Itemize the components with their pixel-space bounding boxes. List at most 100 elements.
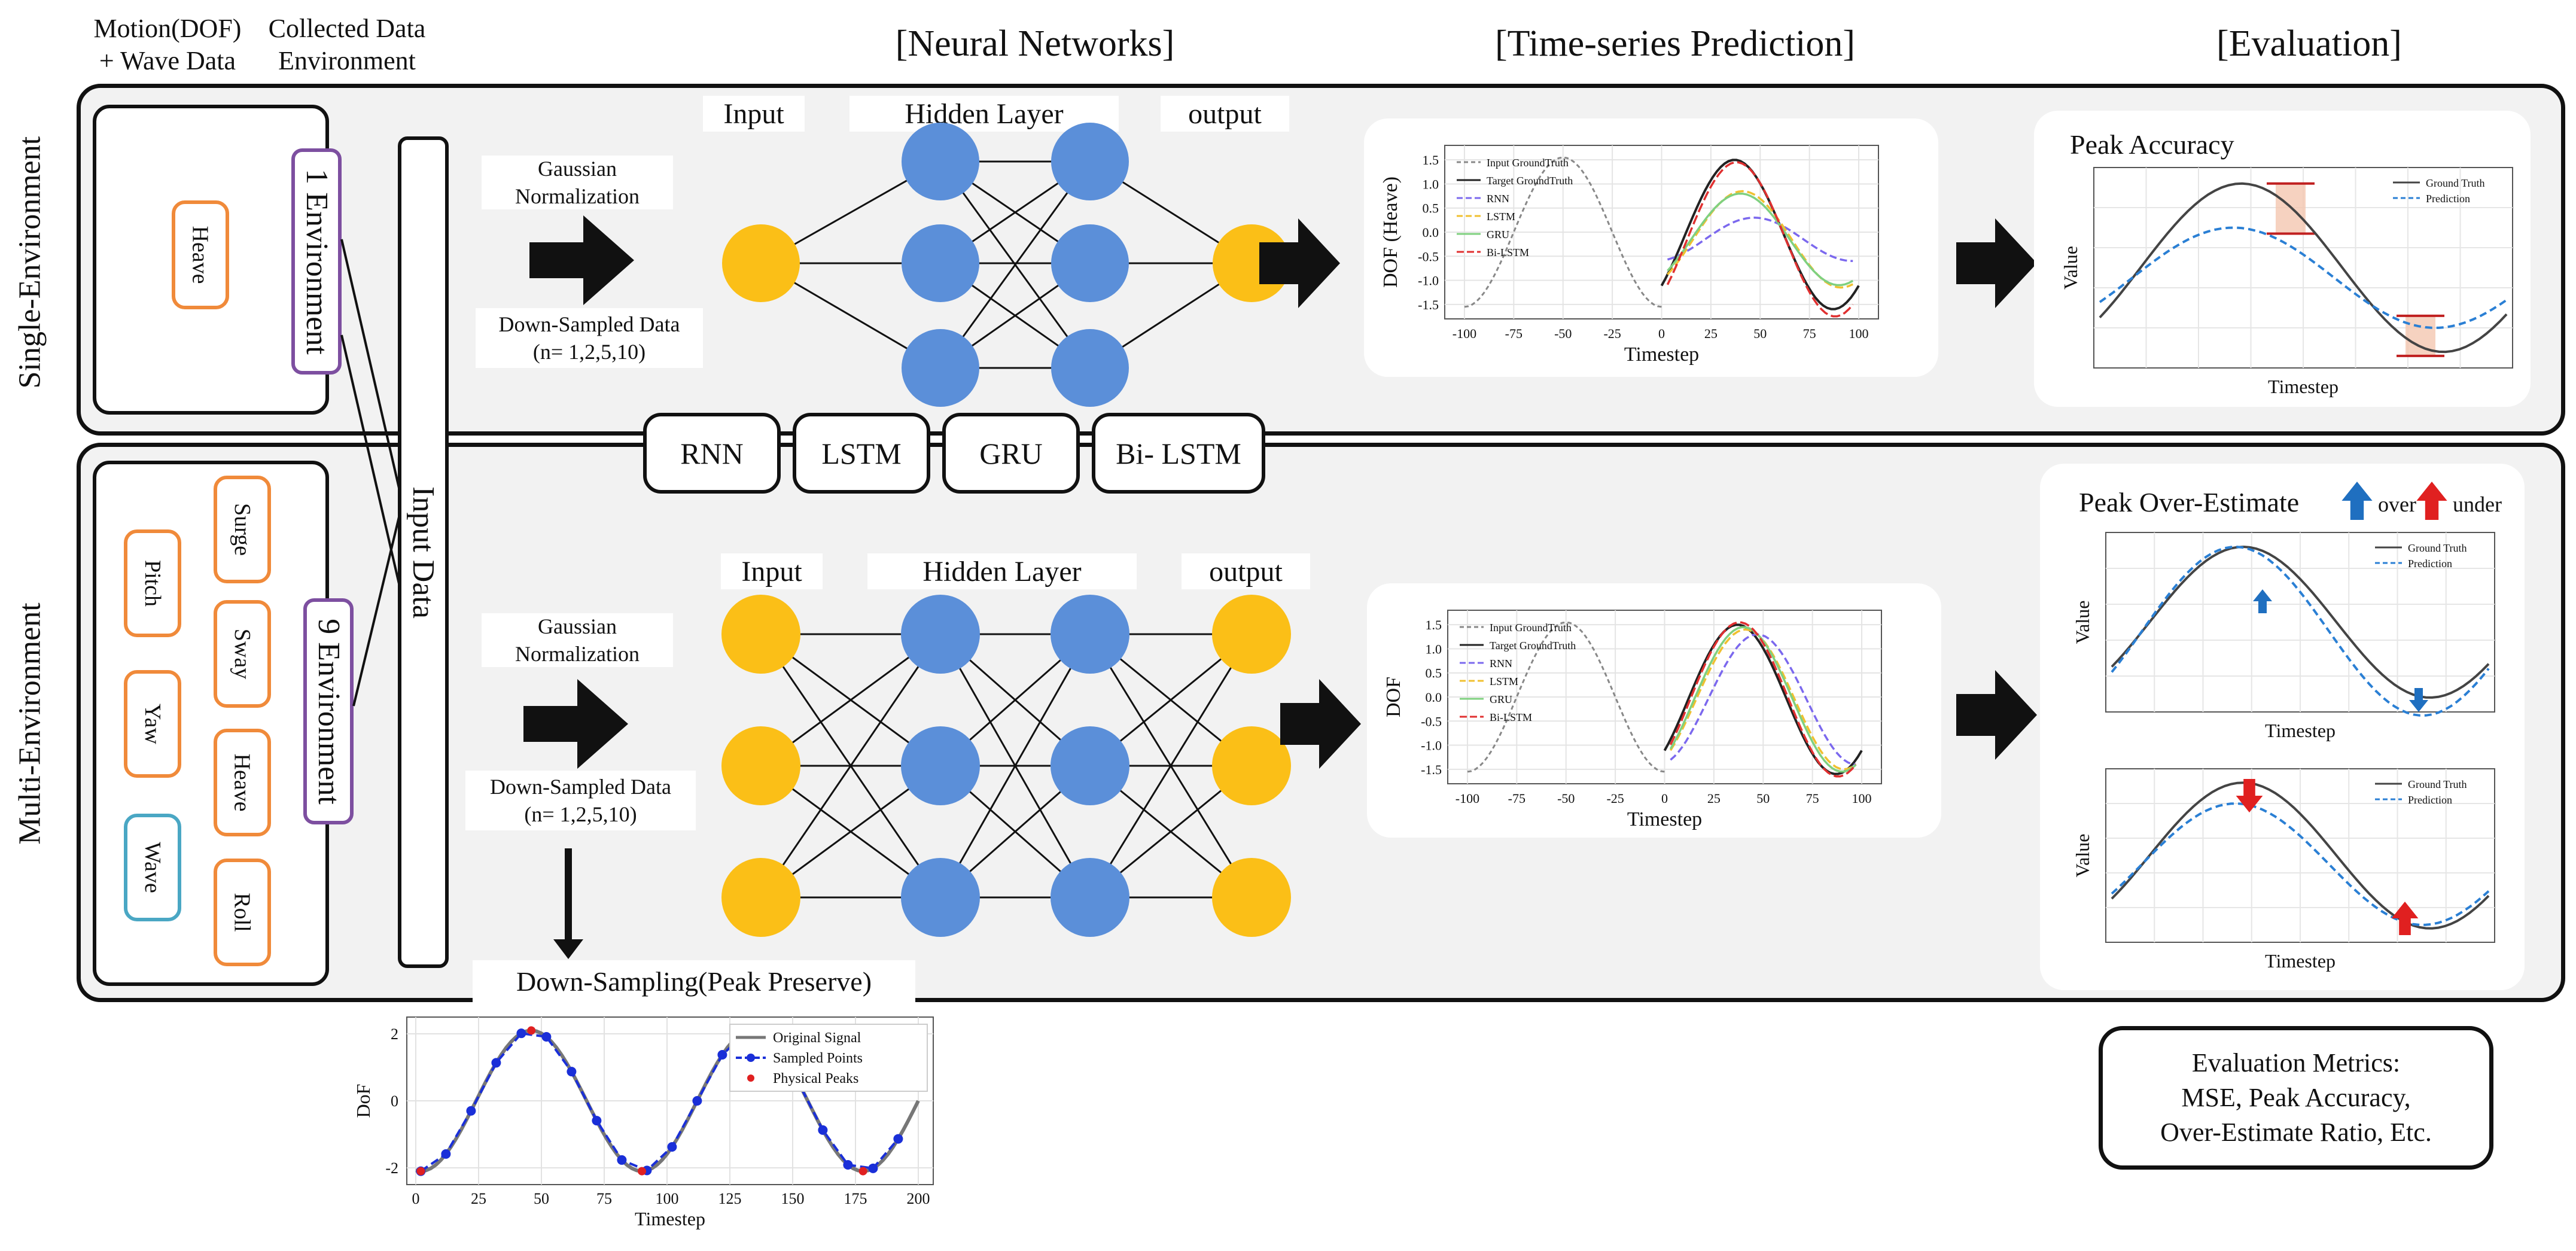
legend-label: Ground Truth bbox=[2408, 542, 2467, 554]
input-groundtruth-line bbox=[1464, 156, 1662, 308]
dof-pill-sway: Sway bbox=[214, 600, 271, 708]
dof-pill-pitch: Pitch bbox=[124, 529, 181, 637]
model-gru: GRU bbox=[942, 413, 1080, 494]
hidden-node bbox=[901, 858, 980, 937]
multi-normalization-label: Gaussian Normalization bbox=[482, 613, 673, 667]
x-tick-label: 75 bbox=[1806, 791, 1819, 806]
header-motion-dof: Motion(DOF) + Wave Data bbox=[93, 14, 242, 75]
multi-net-output-label: output bbox=[1182, 553, 1310, 589]
env-label-1: 1 Environment bbox=[291, 148, 342, 375]
input-groundtruth-line bbox=[1467, 621, 1665, 773]
legend-label: Prediction bbox=[2426, 193, 2470, 205]
sampled-point bbox=[491, 1058, 501, 1068]
x-tick-label: 50 bbox=[1756, 791, 1770, 806]
x-tick-label: -75 bbox=[1508, 791, 1525, 806]
sampled-point bbox=[667, 1142, 677, 1152]
sampled-point bbox=[567, 1067, 577, 1077]
input-node bbox=[721, 726, 800, 805]
header-evaluation: [Evaluation] bbox=[2216, 23, 2402, 64]
x-tick-label: 100 bbox=[1849, 326, 1869, 341]
legend-label: Input GroundTruth bbox=[1490, 622, 1572, 634]
single-neural-network bbox=[722, 123, 1290, 407]
input-node bbox=[721, 595, 800, 674]
y-tick-label: -1.0 bbox=[1418, 273, 1439, 288]
y-tick-label: 0.5 bbox=[1423, 201, 1439, 216]
output-node bbox=[1212, 726, 1291, 805]
sampled-point bbox=[617, 1155, 627, 1165]
x-axis-label: Timestep bbox=[635, 1208, 705, 1229]
hidden-node bbox=[1051, 224, 1129, 302]
over-legend-label: over bbox=[2378, 492, 2416, 516]
dof-pill-roll: Roll bbox=[214, 859, 271, 966]
y-tick-label: -2 bbox=[385, 1159, 398, 1177]
legend-label: GRU bbox=[1487, 229, 1509, 241]
x-tick-label: 200 bbox=[907, 1190, 930, 1207]
input-data-label: Input Data bbox=[406, 486, 440, 619]
single-net-output-label: output bbox=[1161, 96, 1289, 132]
output-node bbox=[1212, 595, 1291, 674]
legend-label: LSTM bbox=[1490, 675, 1518, 687]
prediction-line bbox=[2111, 546, 2490, 717]
x-tick-label: 0 bbox=[1661, 791, 1668, 806]
prediction-line bbox=[2111, 802, 2490, 926]
hidden-node bbox=[902, 123, 979, 200]
y-axis-label: Value bbox=[2072, 834, 2093, 878]
single-normalization-label: Gaussian Normalization bbox=[482, 156, 673, 209]
under-estimate-marker-arrow bbox=[2391, 902, 2419, 935]
y-tick-label: 0.0 bbox=[1423, 225, 1439, 240]
x-axis-label: Timestep bbox=[1627, 808, 1702, 830]
y-tick-label: 0.5 bbox=[1426, 666, 1442, 681]
over-estimate-marker-arrow bbox=[2253, 589, 2272, 613]
x-tick-label: 100 bbox=[656, 1190, 679, 1207]
under-arrow-icon bbox=[2416, 482, 2447, 520]
x-axis-label: Timestep bbox=[2265, 720, 2336, 741]
x-tick-label: 50 bbox=[1753, 326, 1767, 341]
legend-label: Bi-LSTM bbox=[1487, 246, 1529, 258]
dof-pill-wave: Wave bbox=[124, 814, 181, 921]
hidden-node bbox=[901, 595, 980, 674]
under-legend-label: under bbox=[2453, 492, 2502, 516]
y-axis-label: DOF bbox=[1383, 677, 1405, 717]
sampled-point bbox=[843, 1159, 853, 1170]
rnn-line bbox=[1670, 633, 1856, 766]
x-tick-label: 75 bbox=[1803, 326, 1816, 341]
multi-neural-network bbox=[721, 595, 1291, 937]
header-collected-data: Collected Data Environment bbox=[268, 14, 426, 75]
y-tick-label: -0.5 bbox=[1421, 714, 1442, 729]
x-tick-label: 100 bbox=[1852, 791, 1872, 806]
gru-line bbox=[1669, 626, 1857, 773]
input-node bbox=[722, 224, 800, 302]
y-axis-label: Value bbox=[2072, 601, 2093, 644]
single-net-hidden-label: Hidden Layer bbox=[849, 96, 1119, 132]
over-arrow-icon bbox=[2341, 482, 2373, 520]
arrow-to-multi-evaluation bbox=[1956, 670, 2037, 760]
dof-pill-surge: Surge bbox=[214, 476, 271, 583]
arrow-to-multi-prediction bbox=[1280, 679, 1361, 769]
legend-label: Input GroundTruth bbox=[1487, 157, 1569, 169]
x-tick-label: 25 bbox=[1704, 326, 1718, 341]
dof-pill-heave: Heave bbox=[172, 200, 229, 309]
x-tick-label: 50 bbox=[534, 1190, 549, 1207]
sampled-point bbox=[717, 1049, 727, 1060]
downsampling-title: Down-Sampling(Peak Preserve) bbox=[473, 960, 915, 1002]
x-axis-label: Timestep bbox=[2268, 376, 2339, 397]
y-tick-label: 0.0 bbox=[1426, 690, 1442, 705]
dof-pill-yaw: Yaw bbox=[124, 670, 181, 778]
x-tick-label: 75 bbox=[596, 1190, 612, 1207]
multi-normalization-arrow bbox=[523, 679, 628, 769]
sampled-point bbox=[692, 1096, 702, 1106]
legend-label: Target GroundTruth bbox=[1487, 175, 1573, 187]
y-tick-label: 1.0 bbox=[1426, 641, 1442, 656]
hidden-node bbox=[1051, 595, 1129, 674]
hidden-node bbox=[1051, 329, 1129, 407]
physical-peak bbox=[858, 1167, 867, 1176]
sampled-points-line bbox=[420, 1030, 899, 1173]
peak-over-estimate-title: Peak Over-Estimate bbox=[2079, 487, 2299, 518]
y-tick-label: 2 bbox=[391, 1025, 398, 1043]
lstm-line bbox=[1667, 190, 1853, 289]
